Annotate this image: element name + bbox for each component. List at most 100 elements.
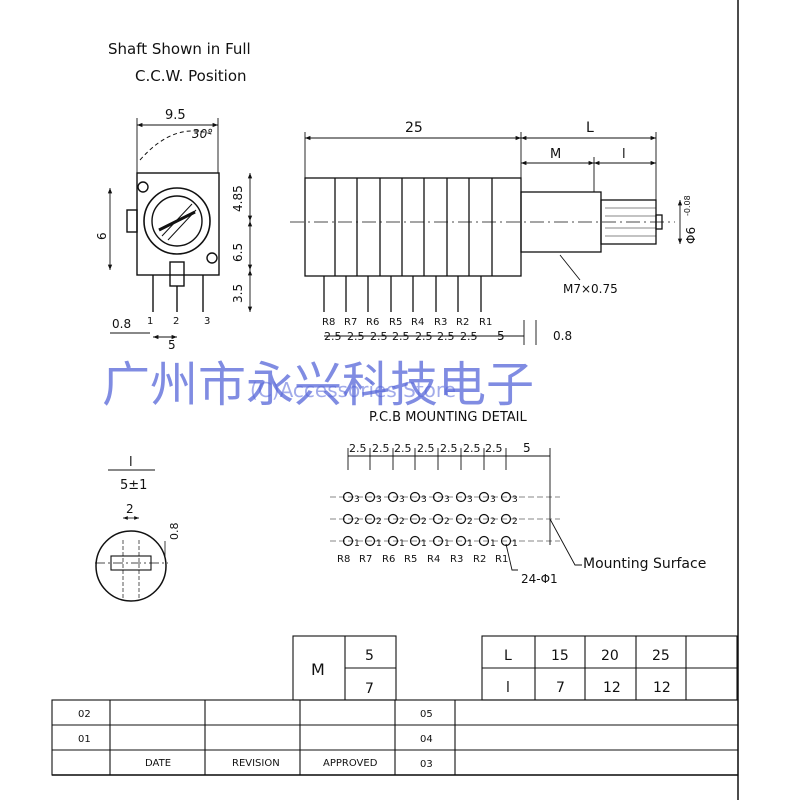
pcb-hole	[364, 491, 376, 503]
l-table-l-1: 7	[556, 680, 565, 696]
pcb-hole-row-label: 2	[467, 517, 473, 527]
front-pin-label-2: 2	[173, 316, 179, 327]
side-pitch-3: 2.5	[370, 330, 388, 343]
pcb-hole-row-label: 2	[490, 517, 496, 527]
m-table-value-2: 7	[365, 681, 374, 697]
dim-front-angle: 30°	[192, 127, 213, 141]
side-pin-label-r4: R4	[411, 317, 424, 328]
side-view	[290, 177, 675, 312]
note-ccw-position: C.C.W. Position	[135, 67, 247, 85]
pcb-hole	[387, 513, 399, 525]
pcb-hole	[478, 535, 490, 547]
pcb-hole-row-label: 3	[512, 495, 518, 505]
dim-front-6: 6	[95, 232, 109, 240]
side-pitch-2: 2.5	[347, 330, 365, 343]
pcb-hole	[364, 513, 376, 525]
side-pin-label-r6: R6	[366, 317, 379, 328]
pcb-pitch-5: 2.5	[440, 442, 458, 455]
pcb-gap: 5	[523, 441, 531, 455]
pcb-hole-row-label: 3	[421, 495, 427, 505]
dim-side-body: 25	[405, 120, 423, 136]
pcb-pin-label-r2: R2	[473, 554, 486, 565]
m-table-value-1: 5	[365, 648, 374, 664]
pcb-hole-row-label: 2	[376, 517, 382, 527]
front-pin-label-1: 1	[147, 316, 153, 327]
pcb-hole-row-label: 1	[421, 539, 427, 549]
pcb-mounting-surface: Mounting Surface	[583, 556, 706, 572]
pcb-hole	[478, 491, 490, 503]
shaft-detail-l: l	[129, 455, 133, 470]
note-shaft-shown: Shaft Shown in Full	[108, 40, 251, 58]
front-shaft-slot	[158, 210, 196, 232]
pcb-hole	[478, 513, 490, 525]
front-view	[126, 130, 220, 312]
m-table	[292, 635, 397, 701]
l-table-L-header: L	[504, 648, 512, 664]
pcb-hole	[342, 491, 354, 503]
pcb-hole	[387, 535, 399, 547]
l-table-l-header: l	[506, 680, 510, 696]
side-body-outline	[304, 177, 522, 277]
shaft-detail-circle	[95, 530, 167, 602]
shaft-detail-ratio: 5±1	[120, 478, 147, 493]
title-block-row-02: 02	[78, 709, 91, 720]
pcb-hole-row-label: 2	[354, 517, 360, 527]
pcb-hole-row-label: 1	[354, 539, 360, 549]
pcb-hole	[387, 491, 399, 503]
pcb-hole-row-label: 3	[399, 495, 405, 505]
front-dimensions	[107, 118, 253, 340]
pcb-hole-row-label: 1	[512, 539, 518, 549]
front-mount-hole-right	[206, 252, 218, 264]
m-table-label: M	[311, 660, 325, 679]
pcb-pitch-2: 2.5	[372, 442, 390, 455]
pcb-hole-row-label: 2	[512, 517, 518, 527]
front-pin-label-3: 3	[204, 316, 210, 327]
pcb-hole-row-label: 1	[399, 539, 405, 549]
pcb-detail-title: P.C.B MOUNTING DETAIL	[369, 410, 527, 425]
front-rotation-arc	[139, 130, 215, 161]
pcb-pin-label-r7: R7	[359, 554, 372, 565]
front-lug	[169, 261, 185, 287]
pcb-hole	[455, 491, 467, 503]
dim-front-485: 4.85	[231, 185, 245, 212]
pcb-hole	[409, 513, 421, 525]
pcb-pitch-3: 2.5	[394, 442, 412, 455]
pcb-hole	[409, 491, 421, 503]
shaft-detail-2: 2	[126, 502, 134, 516]
pcb-pin-label-r6: R6	[382, 554, 395, 565]
pcb-pin-label-r8: R8	[337, 554, 350, 565]
l-table-l-3: 12	[653, 680, 671, 696]
dim-shaft-diameter: Φ6	[684, 227, 698, 244]
l-table-L-2: 20	[601, 648, 619, 664]
side-end-gap: 5	[497, 329, 505, 343]
l-table-L-3: 25	[652, 648, 670, 664]
side-pitch-4: 2.5	[392, 330, 410, 343]
pcb-hole-note: 24-Φ1	[521, 572, 558, 586]
side-pitch-7: 2.5	[460, 330, 478, 343]
side-pin-label-r7: R7	[344, 317, 357, 328]
pcb-pitch-1: 2.5	[349, 442, 367, 455]
pcb-pin-label-r3: R3	[450, 554, 463, 565]
front-shaft-ring-outer	[143, 187, 211, 255]
title-block-row-01: 01	[78, 734, 91, 745]
title-block-row-04: 04	[420, 734, 433, 745]
shaft-detail-08: 0.8	[168, 523, 181, 541]
front-mount-hole-left	[137, 181, 149, 193]
pcb-pin-label-r5: R5	[404, 554, 417, 565]
side-pin-label-r2: R2	[456, 317, 469, 328]
title-block-date: DATE	[145, 758, 171, 769]
title-block	[51, 699, 739, 776]
pcb-hole-row-label: 2	[421, 517, 427, 527]
pcb-hole	[455, 535, 467, 547]
pcb-pitch-4: 2.5	[417, 442, 435, 455]
pcb-hole-row-label: 2	[399, 517, 405, 527]
l-table-L-1: 15	[551, 648, 569, 664]
pcb-hole-row-label: 2	[444, 517, 450, 527]
pcb-hole-row-label: 1	[490, 539, 496, 549]
dim-side-l: l	[622, 147, 626, 162]
pcb-hole	[342, 535, 354, 547]
side-pin-label-r8: R8	[322, 317, 335, 328]
side-dimensions	[304, 132, 683, 345]
